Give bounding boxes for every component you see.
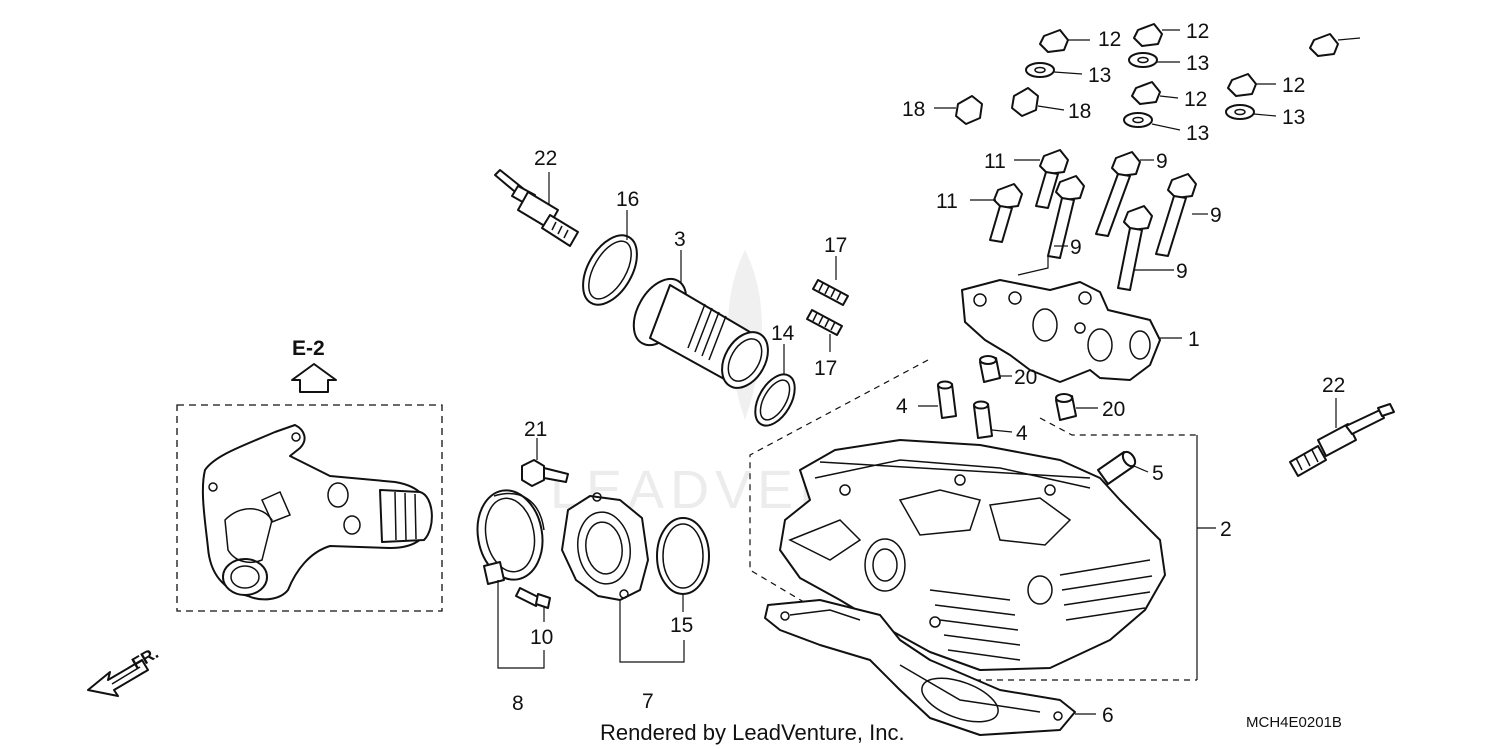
callout-12-c: 12 xyxy=(1184,88,1207,111)
up-arrow-icon xyxy=(291,363,337,393)
band-8-part[interactable]: 8 xyxy=(471,485,550,715)
o-ring-16-part[interactable]: 16 xyxy=(572,188,648,314)
bolt-11-parts[interactable]: 11 11 xyxy=(936,149,1069,243)
spark-plug-left-part[interactable]: 22 xyxy=(494,147,579,247)
callout-22-right: 22 xyxy=(1322,374,1345,397)
cylinder-head-2-part[interactable]: 2 xyxy=(749,359,1232,681)
oil-jet-5-part[interactable]: 5 xyxy=(1097,450,1164,485)
callout-13-b: 13 xyxy=(1186,52,1209,75)
callout-15: 15 xyxy=(670,614,693,637)
callout-22-left: 22 xyxy=(534,147,557,170)
reference-box xyxy=(176,404,443,612)
callout-4-b: 4 xyxy=(1016,422,1028,445)
callout-20-a: 20 xyxy=(1014,366,1037,389)
insulator-3-part[interactable]: 3 xyxy=(623,228,777,396)
callout-4-a: 4 xyxy=(896,395,908,418)
stud-17-part[interactable]: 17 17 xyxy=(806,234,849,380)
callout-21: 21 xyxy=(524,418,547,441)
callout-6: 6 xyxy=(1102,704,1114,727)
callout-10: 10 xyxy=(530,626,553,649)
callout-12-a: 12 xyxy=(1098,28,1121,51)
callout-3: 3 xyxy=(674,228,686,251)
callout-13-d: 13 xyxy=(1282,106,1305,129)
cap-nut-12-left-part[interactable] xyxy=(1039,29,1090,53)
callout-9-c: 9 xyxy=(1070,236,1082,259)
callout-16: 16 xyxy=(616,188,639,211)
callout-9-b: 9 xyxy=(1210,204,1222,227)
callout-18-b: 18 xyxy=(1068,100,1091,123)
callout-13-c: 13 xyxy=(1186,122,1209,145)
front-direction-indicator: FR. xyxy=(87,643,162,697)
callout-7: 7 xyxy=(642,690,654,713)
callout-11-b: 11 xyxy=(936,190,958,213)
callout-20-b: 20 xyxy=(1102,398,1125,421)
callout-17-bottom: 17 xyxy=(814,357,837,380)
bolt-9-parts[interactable]: 9 9 9 9 xyxy=(1017,150,1222,291)
elbow-housing-part xyxy=(201,424,433,601)
screw-10-part[interactable]: 10 xyxy=(515,587,553,649)
reference-e2-group[interactable]: E-2 xyxy=(176,337,443,612)
callout-12-d: 12 xyxy=(1282,74,1305,97)
nut-18-parts[interactable]: 18 18 xyxy=(902,87,1091,125)
front-arrow-icon xyxy=(87,659,149,697)
callout-11-a: 11 xyxy=(984,150,1006,173)
callout-17-top: 17 xyxy=(824,234,847,257)
bolt-21-part[interactable]: 21 xyxy=(521,418,569,487)
reference-label: E-2 xyxy=(292,337,325,360)
callout-8: 8 xyxy=(512,692,524,715)
cap-nut-12-parts[interactable]: 12 12 12 12 xyxy=(1098,20,1361,111)
callout-5: 5 xyxy=(1152,462,1164,485)
o-ring-15-part[interactable]: 15 xyxy=(656,517,710,637)
callout-18-a: 18 xyxy=(902,98,925,121)
callout-14: 14 xyxy=(771,322,795,345)
callout-13-a: 13 xyxy=(1088,64,1111,87)
washer-13-parts[interactable]: 13 13 13 13 xyxy=(1025,52,1305,145)
callout-9-a: 9 xyxy=(1156,150,1168,173)
render-credit: Rendered by LeadVenture, Inc. xyxy=(600,720,905,745)
gasket-6-part[interactable]: 6 xyxy=(764,599,1114,736)
dowel-20-parts[interactable]: 20 20 xyxy=(979,355,1125,421)
callout-2: 2 xyxy=(1220,518,1232,541)
insulator-7-part[interactable]: 7 xyxy=(561,492,685,713)
callout-1: 1 xyxy=(1188,328,1200,351)
spark-plug-right-part[interactable]: 22 xyxy=(1289,374,1395,477)
camshaft-holder-1-part[interactable]: 1 xyxy=(961,279,1200,383)
callout-12-b: 12 xyxy=(1186,20,1209,43)
o-ring-14-part[interactable]: 14 xyxy=(747,322,803,432)
valve-guide-4-parts[interactable]: 4 4 xyxy=(896,380,1028,446)
callout-9-d: 9 xyxy=(1176,260,1188,283)
diagram-code: MCH4E0201B xyxy=(1246,714,1342,731)
